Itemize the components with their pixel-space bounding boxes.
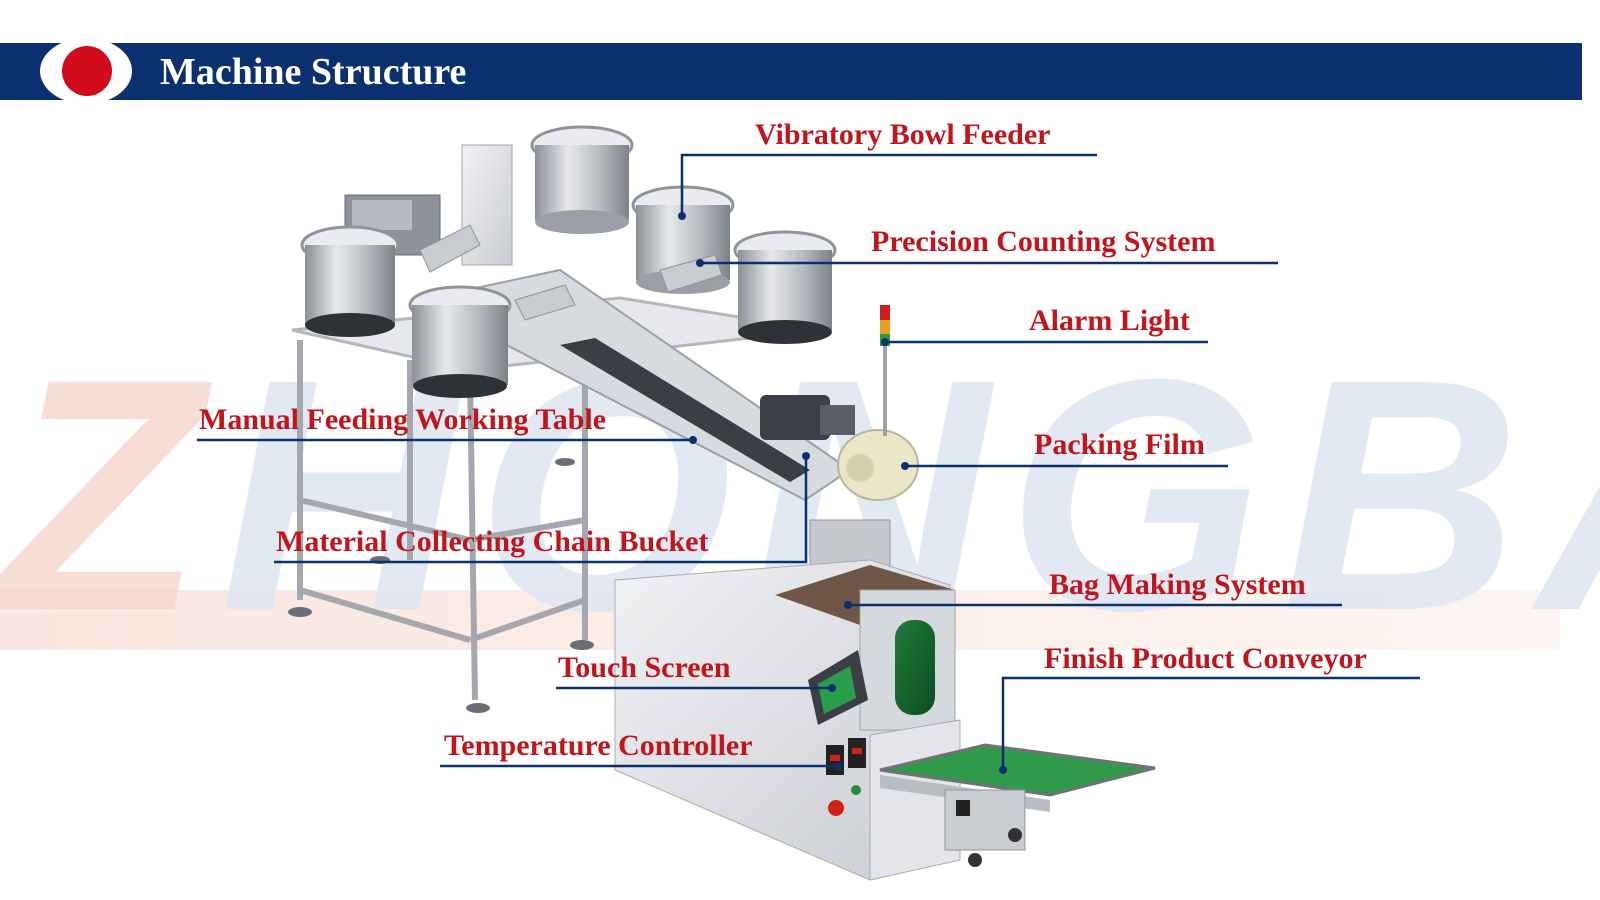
label-bag-making-system: Bag Making System <box>1049 568 1306 601</box>
section-header-bar <box>0 43 1582 100</box>
label-finish-product-conveyor: Finish Product Conveyor <box>1044 642 1367 675</box>
watermark-first-letter: Z <box>0 330 220 660</box>
label-material-collecting-chain-bucket: Material Collecting Chain Bucket <box>276 525 709 558</box>
label-precision-counting-system: Precision Counting System <box>871 225 1216 258</box>
label-manual-feeding-working-table: Manual Feeding Working Table <box>199 403 607 436</box>
bowl-feeders <box>300 125 837 398</box>
red-dot-icon <box>62 46 112 96</box>
drive-motor <box>760 395 830 440</box>
page-title: Machine Structure <box>160 51 467 93</box>
label-vibratory-bowl-feeder: Vibratory Bowl Feeder <box>755 118 1051 151</box>
label-temperature-controller: Temperature Controller <box>444 729 753 762</box>
label-alarm-light: Alarm Light <box>1029 304 1190 337</box>
label-packing-film: Packing Film <box>1034 428 1205 461</box>
label-touch-screen: Touch Screen <box>558 651 731 684</box>
